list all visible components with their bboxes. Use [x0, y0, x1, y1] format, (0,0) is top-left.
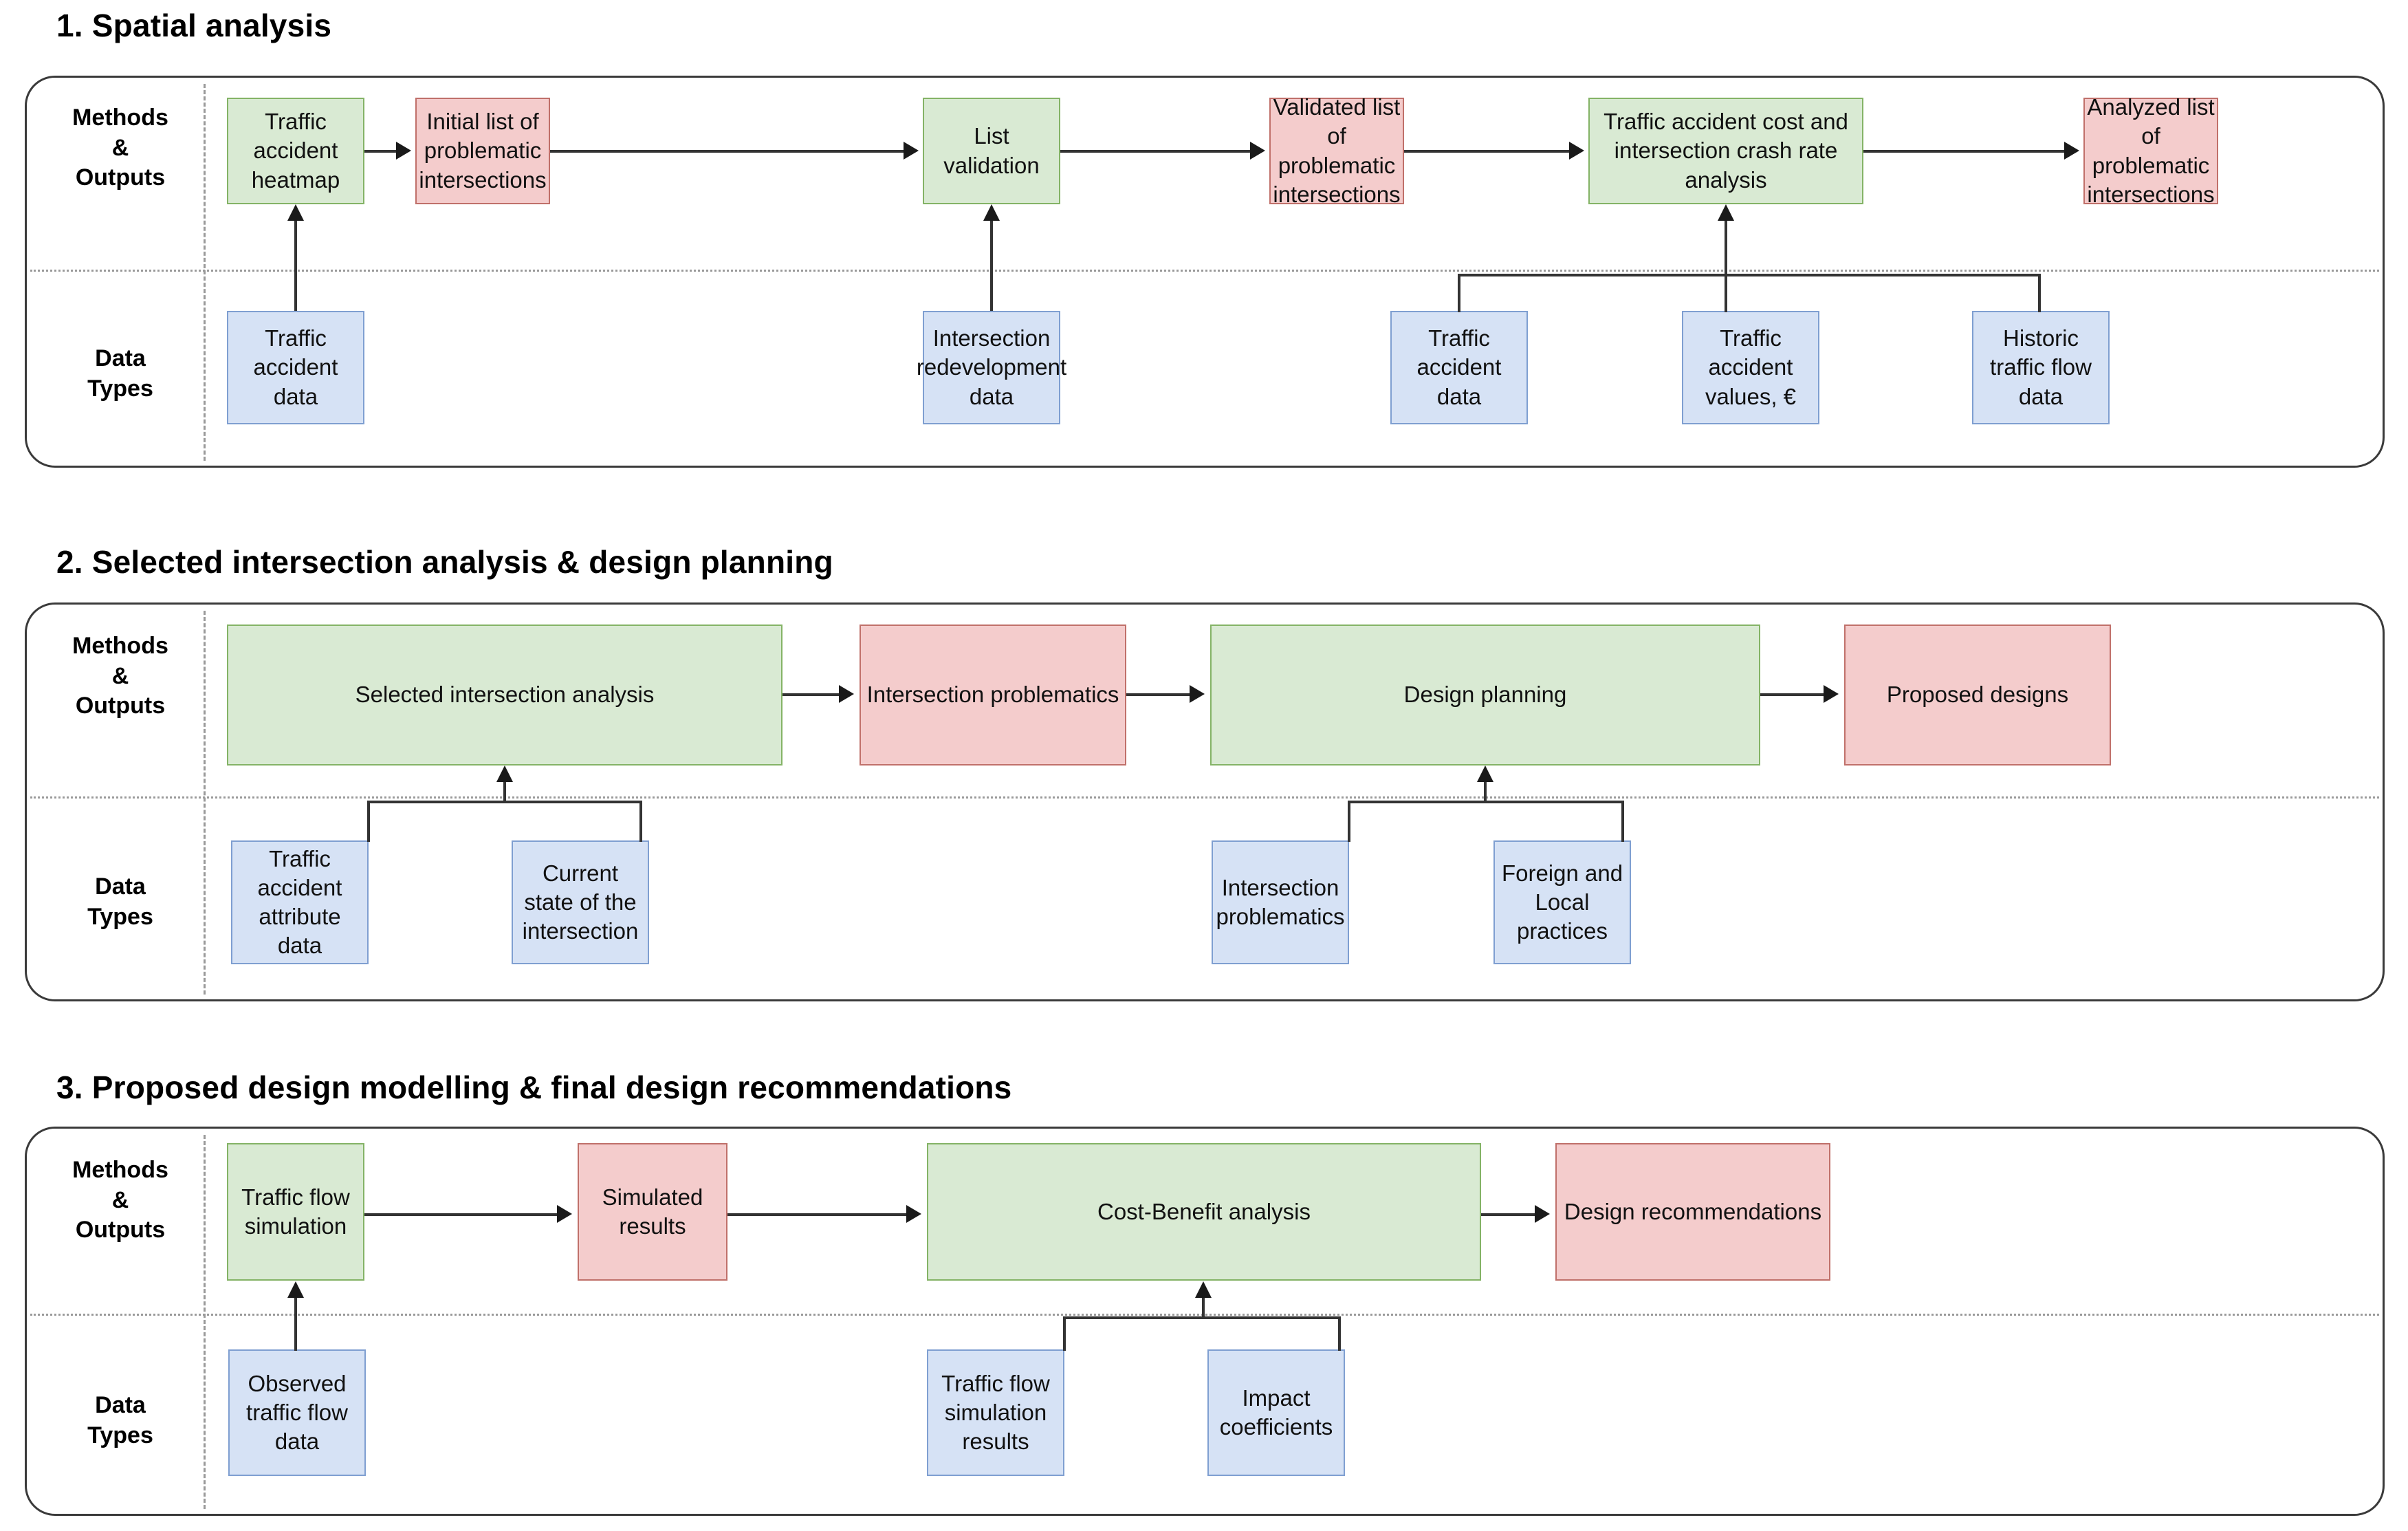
tree-bus — [1348, 801, 1624, 803]
tree-branch — [367, 801, 370, 842]
flow-connector — [1404, 150, 1570, 153]
section-2-methods-row-label: Methods & Outputs — [72, 633, 168, 719]
node-output[interactable]: Initial list of problematic intersection… — [415, 98, 550, 204]
flow-connector — [1481, 1213, 1536, 1216]
arrow-right-icon — [2064, 142, 2079, 160]
tree-branch — [1621, 801, 1624, 842]
node-data[interactable]: Foreign and Local practices — [1493, 840, 1631, 964]
node-data[interactable]: Traffic accident values, € — [1682, 311, 1819, 424]
node-data[interactable]: Intersection redevelopment data — [917, 311, 1066, 424]
arrow-up-icon — [983, 204, 1000, 221]
node-data[interactable]: Observed traffic flow data — [228, 1349, 366, 1476]
section-1-data-row-label: Data Types — [87, 345, 153, 402]
node-output[interactable]: Intersection problematics — [860, 625, 1126, 766]
flow-connector — [364, 1213, 558, 1216]
flow-connector — [727, 1213, 908, 1216]
tree-branch — [2038, 274, 2041, 312]
flow-connector — [1060, 150, 1251, 153]
arrow-right-icon — [396, 142, 411, 160]
section-title-3: 3. Proposed design modelling & final des… — [56, 1069, 1012, 1105]
flow-connector — [550, 150, 905, 153]
section-title-1: 1. Spatial analysis — [56, 8, 332, 43]
flow-connector — [1863, 150, 2066, 153]
tree-branch — [1063, 1316, 1066, 1351]
arrow-up-icon — [1718, 204, 1734, 221]
node-data[interactable]: Traffic accident data — [1390, 311, 1528, 424]
tree-branch — [1458, 274, 1460, 312]
section-1-row-divider — [30, 270, 2379, 272]
node-data[interactable]: Traffic accident attribute data — [231, 840, 369, 964]
section-1-methods-row-label: Methods & Outputs — [72, 105, 168, 191]
arrow-up-icon — [287, 1281, 304, 1298]
node-method[interactable]: List validation — [923, 98, 1060, 204]
node-method[interactable]: Selected intersection analysis — [227, 625, 782, 766]
tree-branch — [639, 801, 642, 842]
feed-connector — [503, 781, 506, 803]
arrow-up-icon — [496, 766, 513, 782]
node-method[interactable]: Traffic accident cost and intersection c… — [1588, 98, 1863, 204]
tree-bus — [1458, 274, 2041, 276]
tree-branch — [1338, 1316, 1341, 1351]
arrow-right-icon — [1535, 1205, 1550, 1223]
arrow-right-icon — [1824, 685, 1839, 703]
arrow-up-icon — [1195, 1281, 1212, 1298]
node-output[interactable]: Design recommendations — [1555, 1143, 1830, 1281]
node-data[interactable]: Current state of the intersection — [512, 840, 649, 964]
node-data[interactable]: Impact coefficients — [1207, 1349, 1345, 1476]
section-2-data-row-label: Data Types — [87, 873, 153, 930]
node-method[interactable]: Traffic flow simulation — [227, 1143, 364, 1281]
node-method[interactable]: Traffic accident heatmap — [227, 98, 364, 204]
arrow-right-icon — [1569, 142, 1584, 160]
feed-connector — [990, 220, 993, 311]
feed-connector — [1725, 220, 1727, 276]
node-output[interactable]: Analyzed list of problematic intersectio… — [2083, 94, 2218, 207]
node-method[interactable]: Cost-Benefit analysis — [927, 1143, 1481, 1281]
section-3-column-divider — [204, 1135, 206, 1509]
arrow-right-icon — [839, 685, 854, 703]
section-title-2: 2. Selected intersection analysis & desi… — [56, 544, 833, 580]
node-data[interactable]: Traffic accident data — [227, 311, 364, 424]
node-output[interactable]: Proposed designs — [1844, 625, 2111, 766]
feed-connector — [294, 1297, 297, 1351]
flow-connector — [782, 693, 840, 696]
feed-connector — [1202, 1297, 1205, 1318]
section-3-methods-row-label: Methods & Outputs — [72, 1157, 168, 1244]
feed-connector — [1484, 781, 1487, 803]
arrow-right-icon — [1250, 142, 1265, 160]
section-panel-3 — [25, 1127, 2385, 1516]
node-output[interactable]: Validated list of problematic intersecti… — [1269, 94, 1404, 207]
section-2-column-divider — [204, 611, 206, 995]
node-data[interactable]: Intersection problematics — [1212, 840, 1349, 964]
tree-branch — [1348, 801, 1350, 842]
flow-connector — [1126, 693, 1191, 696]
node-data[interactable]: Traffic flow simulation results — [927, 1349, 1064, 1476]
arrow-up-icon — [287, 204, 304, 221]
tree-bus — [1063, 1316, 1341, 1319]
node-method[interactable]: Design planning — [1210, 625, 1760, 766]
arrow-right-icon — [557, 1205, 572, 1223]
flow-connector — [1760, 693, 1825, 696]
arrow-right-icon — [1190, 685, 1205, 703]
feed-connector — [294, 220, 297, 311]
section-3-data-row-label: Data Types — [87, 1392, 153, 1448]
section-1-column-divider — [204, 84, 206, 461]
section-3-row-divider — [30, 1314, 2379, 1316]
flow-connector — [364, 150, 397, 153]
section-2-row-divider — [30, 796, 2379, 799]
arrow-up-icon — [1477, 766, 1493, 782]
node-data[interactable]: Historic traffic flow data — [1972, 311, 2110, 424]
arrow-right-icon — [904, 142, 919, 160]
arrow-right-icon — [906, 1205, 921, 1223]
tree-bus — [367, 801, 642, 803]
tree-branch — [1725, 274, 1727, 312]
node-output[interactable]: Simulated results — [578, 1143, 727, 1281]
